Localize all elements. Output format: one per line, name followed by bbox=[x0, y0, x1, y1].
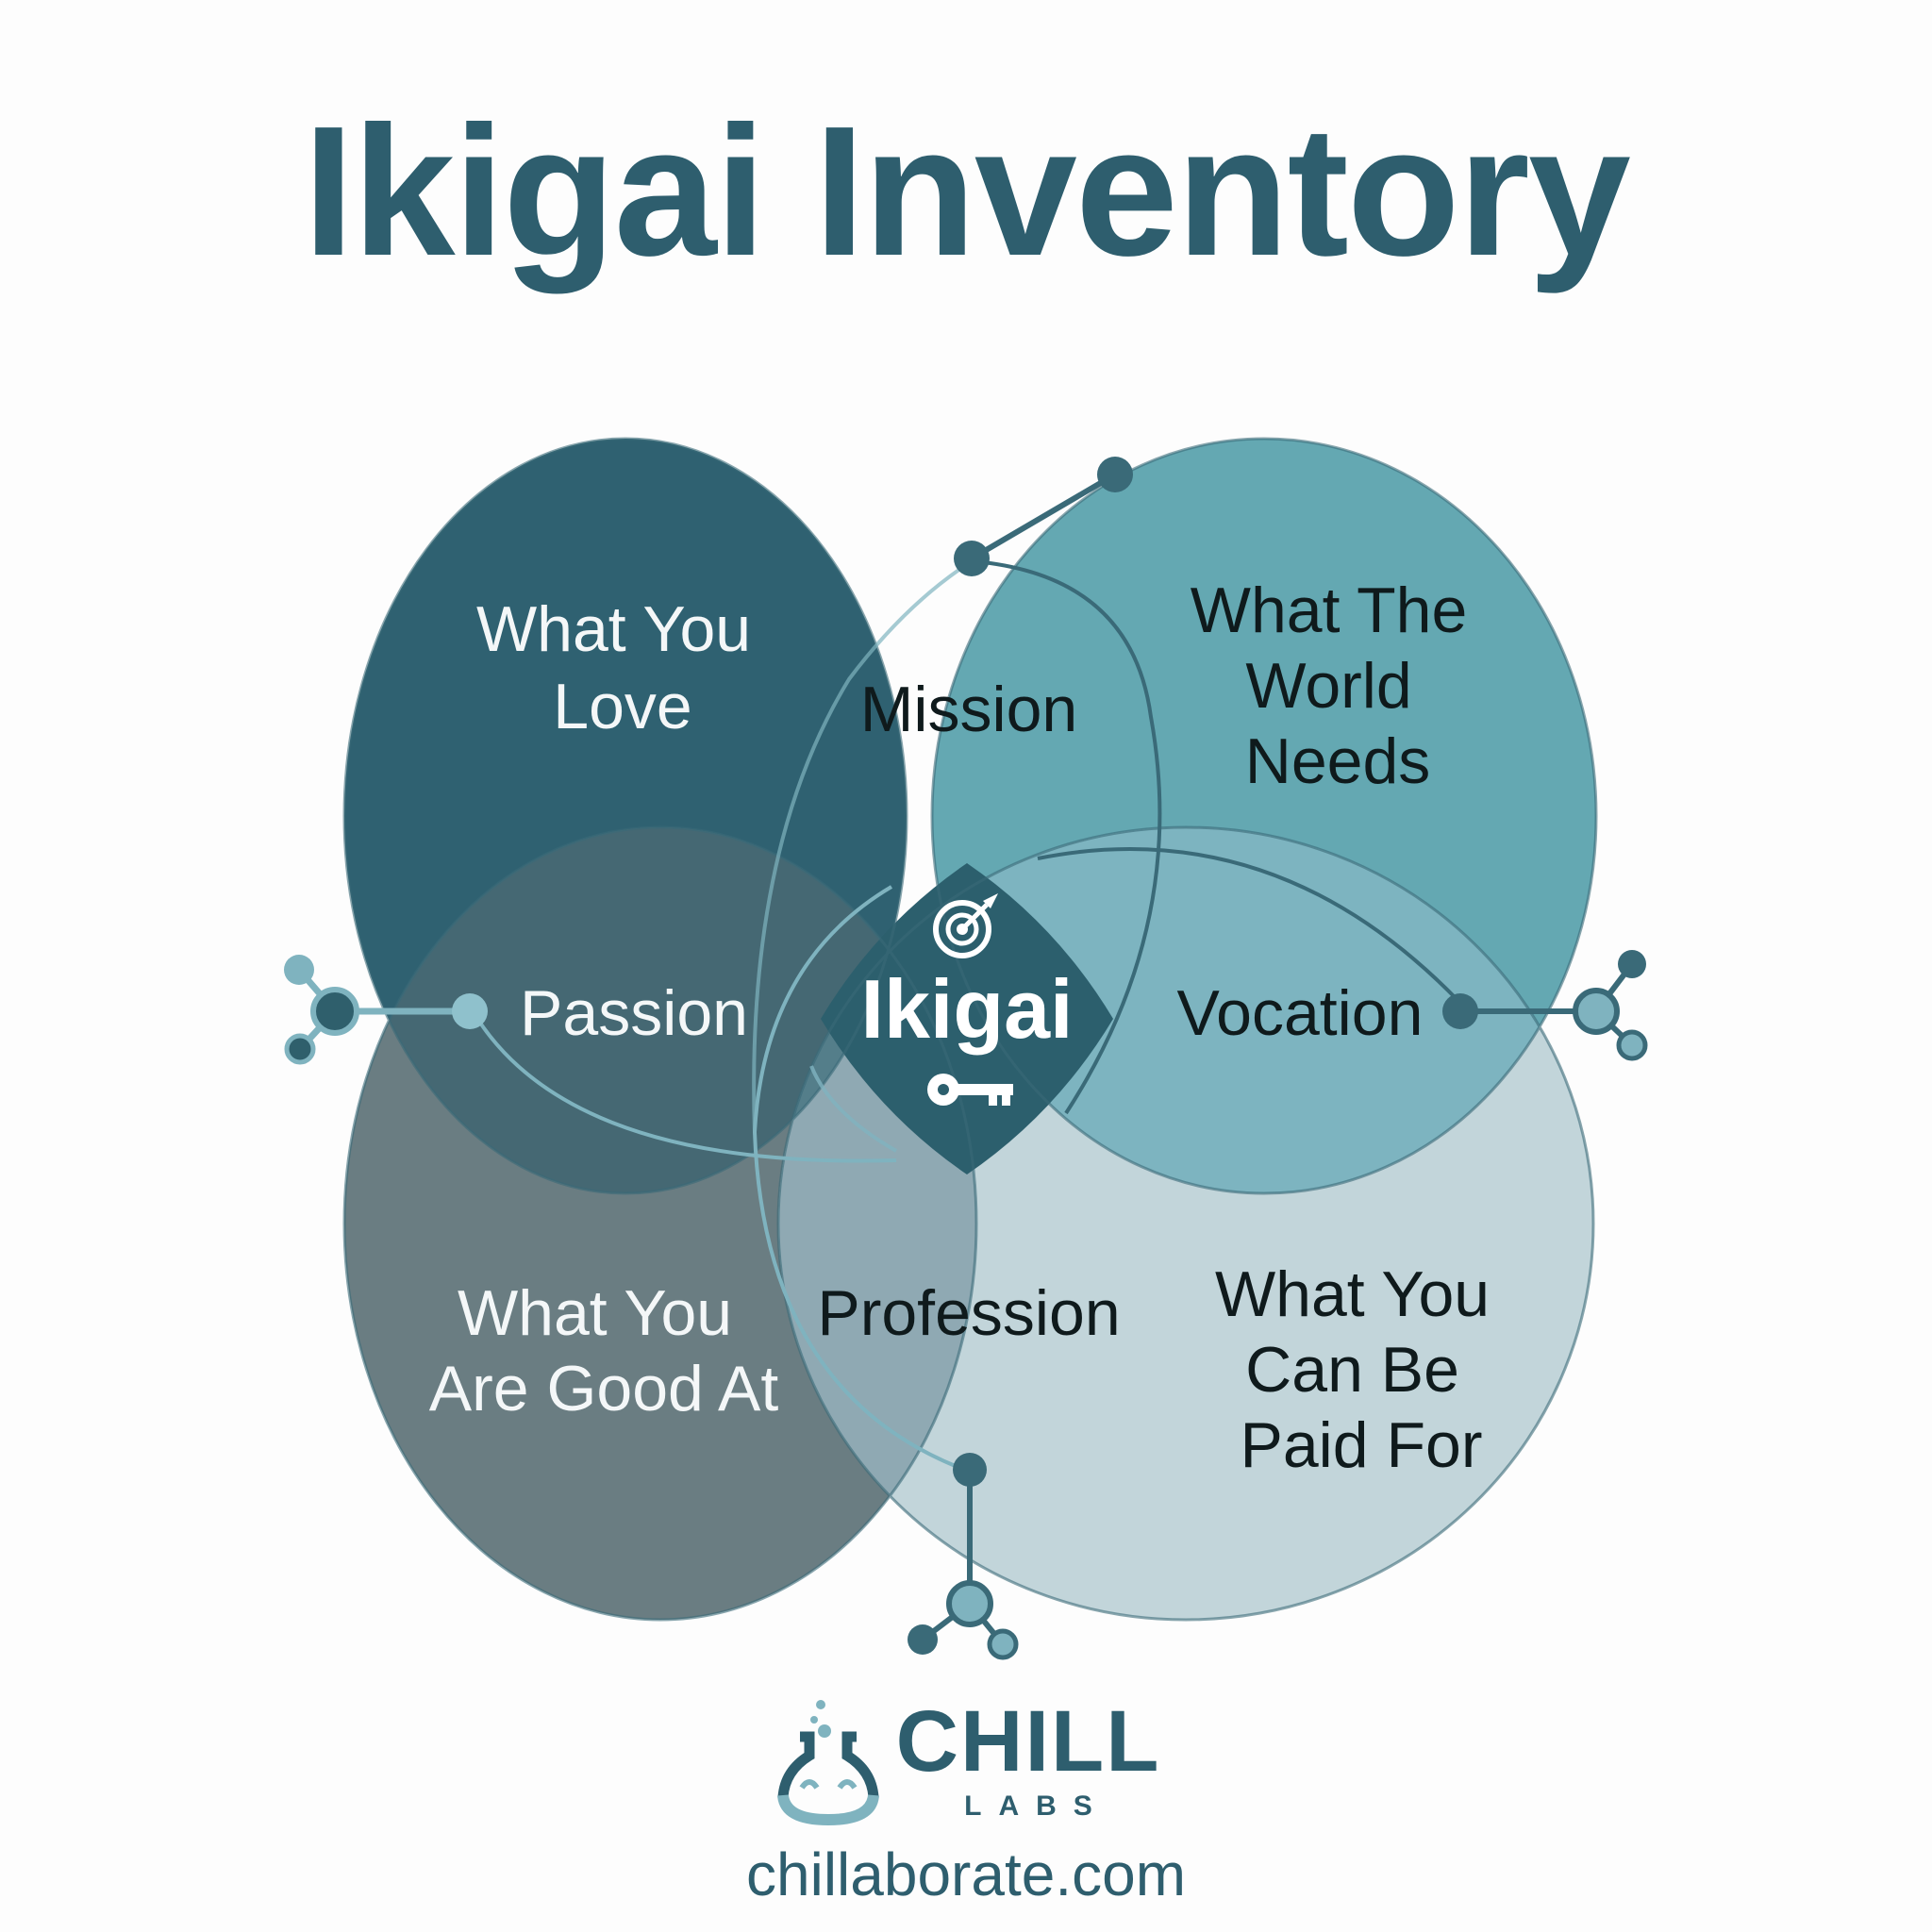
center-ikigai-region bbox=[821, 863, 1113, 1174]
label-what-you-are-good-at: What You Are Good At bbox=[429, 1277, 779, 1424]
molecule-bottom-icon bbox=[908, 1453, 1019, 1660]
brand-sub: LABS bbox=[964, 1790, 1109, 1822]
label-what-you-love: What You Love bbox=[476, 593, 769, 742]
label-profession: Profession bbox=[817, 1277, 1120, 1349]
decor-arc-mission bbox=[973, 559, 1162, 1115]
label-vocation: Vocation bbox=[1177, 977, 1424, 1049]
decor-arc-profession bbox=[752, 885, 971, 1474]
label-what-you-can-be-paid-for: What You Can Be Paid For bbox=[1215, 1258, 1507, 1481]
label-passion: Passion bbox=[520, 977, 748, 1049]
node-top-right bbox=[954, 457, 1133, 576]
label-mission: Mission bbox=[860, 674, 1078, 745]
molecule-right-icon bbox=[1442, 950, 1648, 1061]
website-url: chillaborate.com bbox=[746, 1840, 1186, 1908]
label-what-the-world-needs: What The World Needs bbox=[1191, 575, 1485, 797]
label-ikigai: Ikigai bbox=[861, 962, 1074, 1056]
decor-arc-passion bbox=[470, 1008, 897, 1163]
brand-name: CHILL bbox=[895, 1693, 1161, 1790]
flask-smile-icon bbox=[776, 1700, 879, 1825]
brand-logo: CHILL LABS bbox=[0, 1693, 1932, 1825]
molecule-left-icon bbox=[284, 955, 488, 1065]
target-arrow-icon bbox=[933, 893, 998, 958]
page-title: Ikigai Inventory bbox=[303, 88, 1631, 294]
overlap-passion-region bbox=[344, 827, 907, 1193]
key-icon bbox=[927, 1074, 1013, 1106]
decor-arc-vocation bbox=[1037, 847, 1459, 1002]
